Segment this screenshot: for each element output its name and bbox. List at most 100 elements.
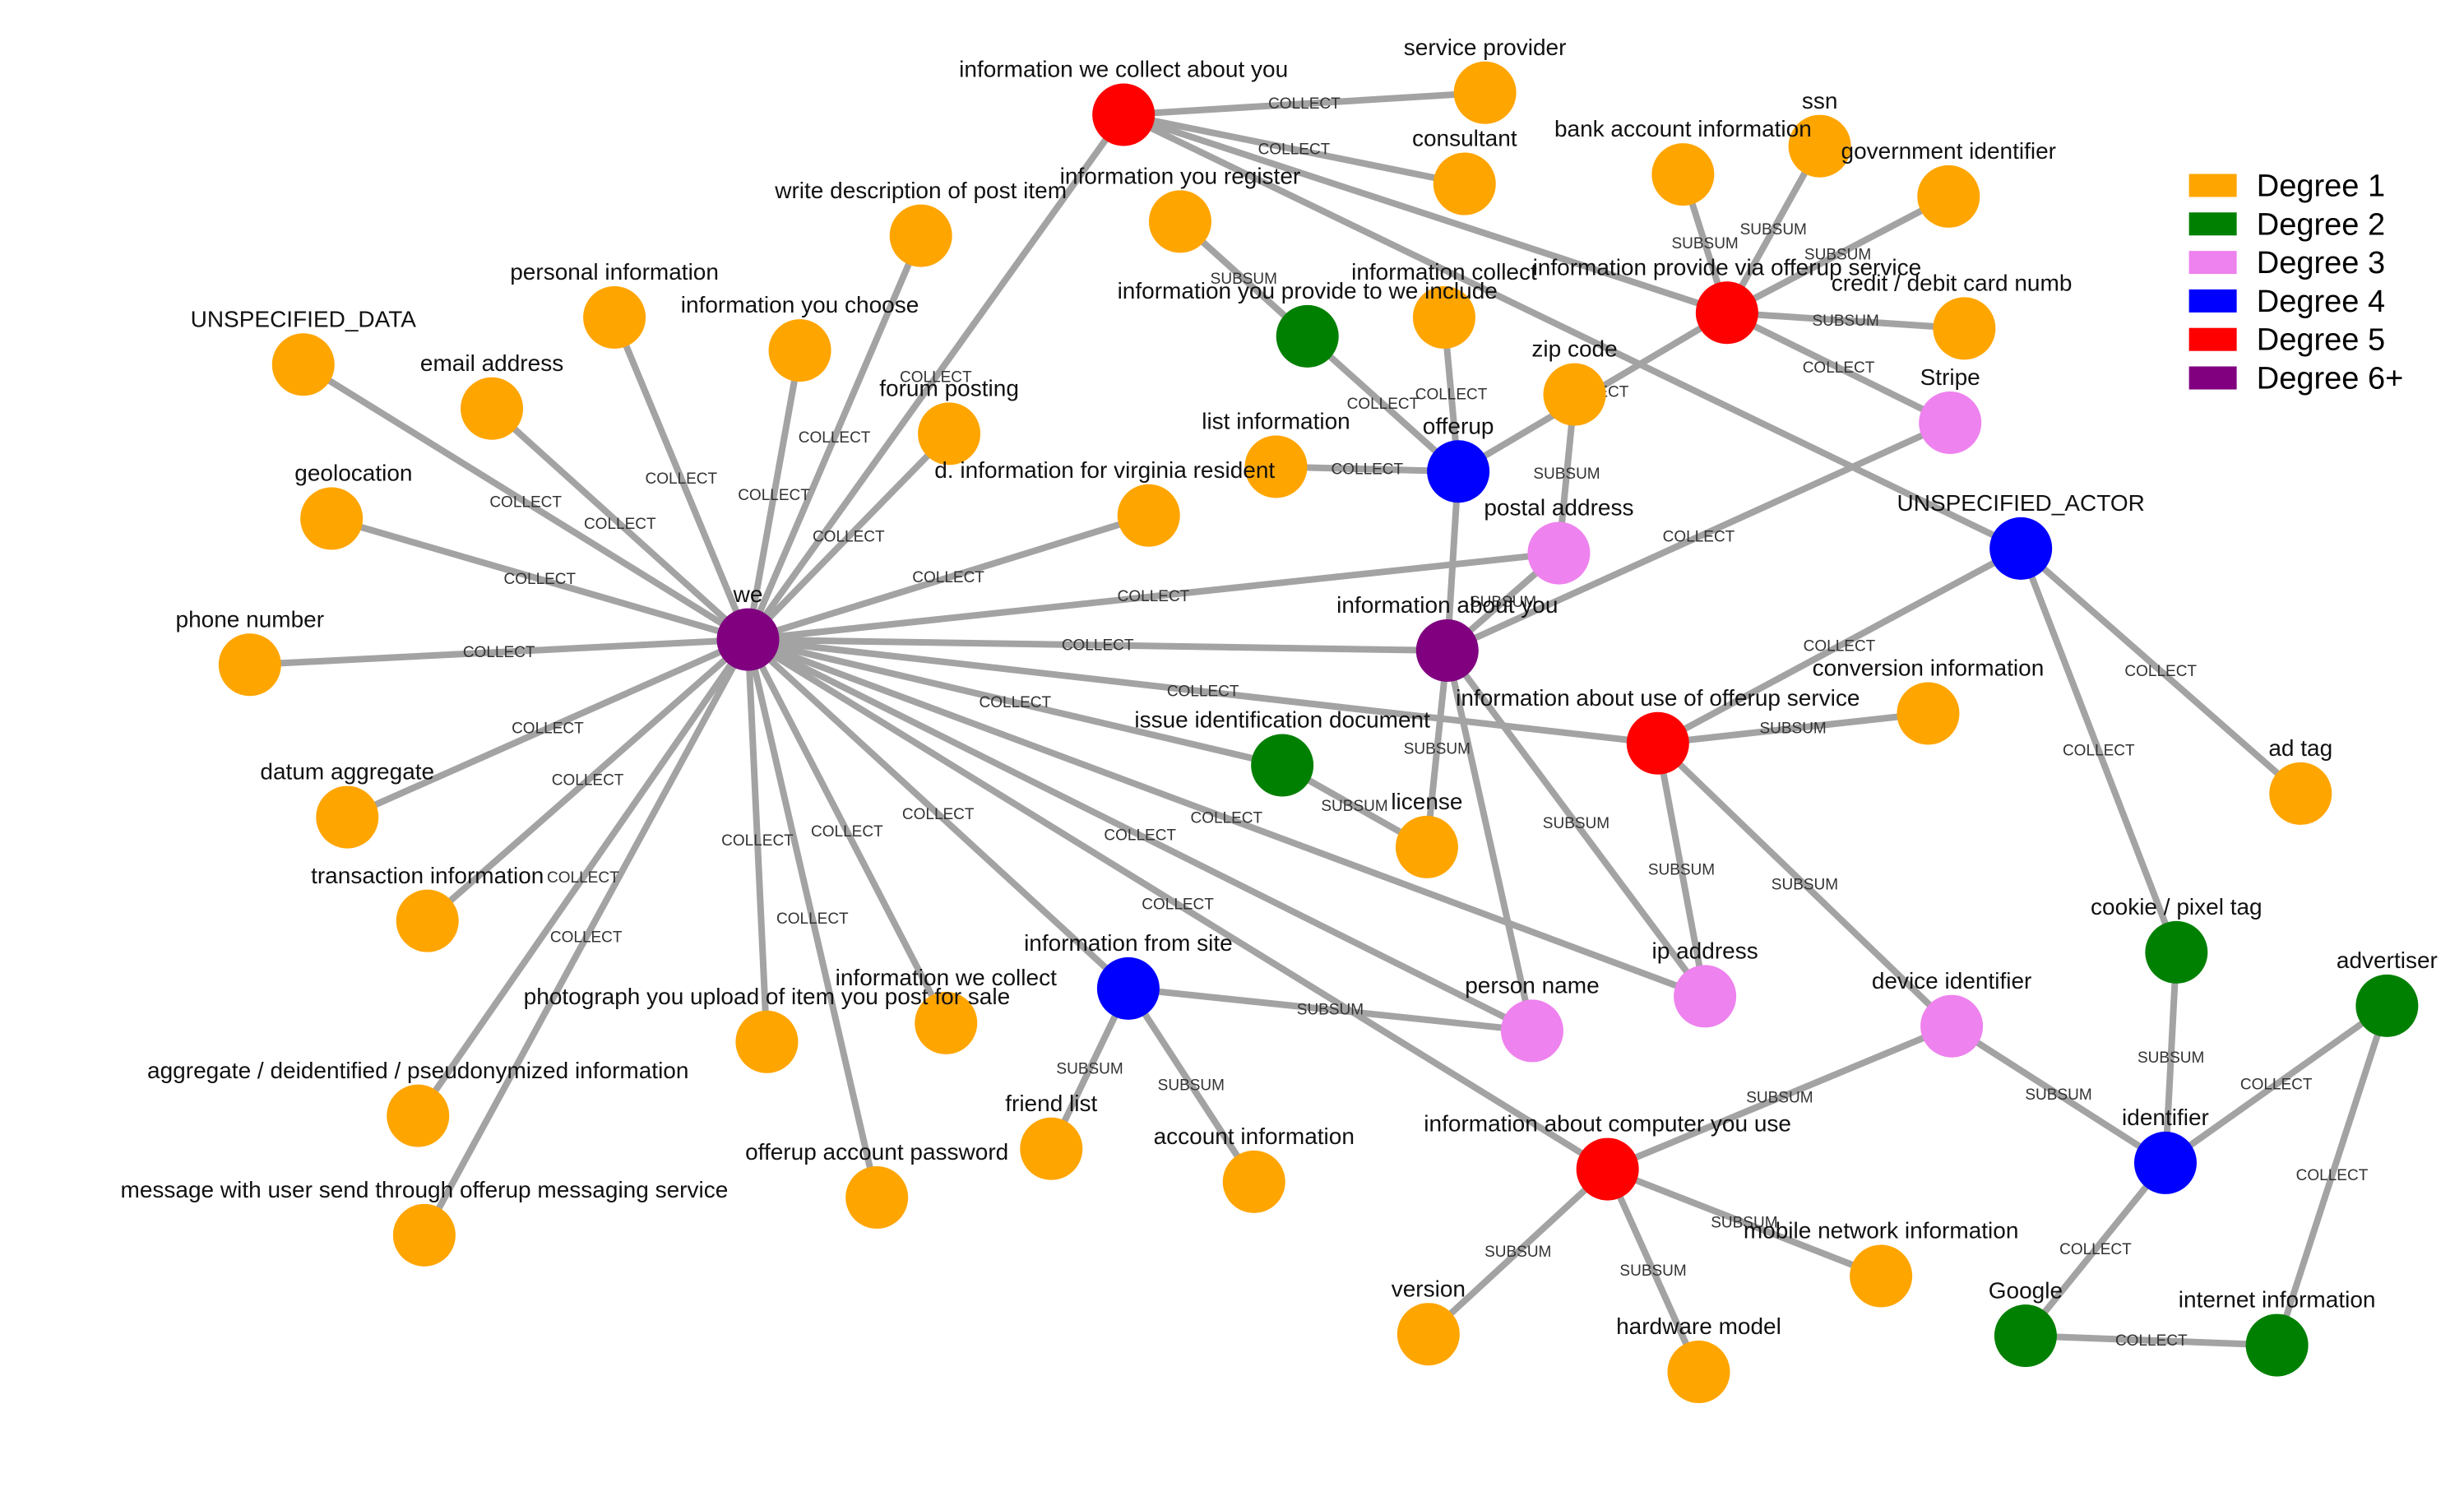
node-we[interactable] — [716, 608, 780, 671]
node-mobile-network[interactable] — [1850, 1244, 1913, 1308]
node-label-google: Google — [1989, 1277, 2063, 1303]
edge-cookie-pixel-tag-to-identifier — [2161, 948, 2180, 1166]
node-friend-list[interactable] — [1020, 1117, 1083, 1180]
node-label-email-address: email address — [420, 350, 563, 376]
edge-government-identifier-to-info-provide-via — [1723, 192, 1952, 317]
node-personal-information[interactable] — [583, 285, 646, 349]
node-label-geolocation: geolocation — [294, 461, 412, 486]
edge-label: SUBSUM — [1543, 815, 1609, 832]
node-google[interactable] — [1994, 1304, 2057, 1368]
node-aggregate-deidentified[interactable] — [387, 1084, 450, 1147]
node-photograph[interactable] — [735, 1010, 799, 1073]
legend-label: Degree 2 — [2257, 207, 2385, 242]
edge-we-to-offerup-password — [744, 636, 881, 1201]
edge-we-to-personal-information — [611, 313, 752, 643]
node-consultant[interactable] — [1433, 152, 1496, 215]
node-label-advertiser: advertiser — [2337, 947, 2438, 973]
node-info-use-offerup[interactable] — [1626, 711, 1689, 775]
node-ad-tag[interactable] — [2269, 762, 2332, 825]
node-info-provide-via[interactable] — [1695, 281, 1758, 345]
node-version[interactable] — [1396, 1303, 1460, 1366]
node-info-about-computer[interactable] — [1576, 1137, 1639, 1201]
node-label-device-identifier: device identifier — [1872, 968, 2032, 994]
node-message-with-user[interactable] — [392, 1203, 456, 1267]
node-label-person-name: person name — [1465, 973, 1599, 998]
node-virginia[interactable] — [1117, 484, 1180, 547]
node-info-collect-short[interactable] — [1412, 285, 1475, 349]
node-unspecified-actor[interactable] — [1989, 517, 2053, 580]
node-label-info-provide-include: information you provide to we include — [1118, 278, 1498, 303]
node-offerup-password[interactable] — [845, 1165, 909, 1229]
node-email-address[interactable] — [461, 377, 524, 440]
edge-device-identifier-to-identifier — [1948, 1022, 2169, 1166]
node-ip-address[interactable] — [1674, 965, 1737, 1028]
node-identifier[interactable] — [2133, 1131, 2197, 1194]
node-phone-number[interactable] — [218, 633, 281, 697]
node-label-credit-debit: credit / debit card numb — [1832, 270, 2073, 295]
node-label-postal-address: postal address — [1484, 495, 1633, 521]
node-offerup[interactable] — [1427, 440, 1490, 503]
node-credit-debit[interactable] — [1933, 297, 1996, 360]
node-info-from-site[interactable] — [1096, 957, 1160, 1020]
node-postal-address[interactable] — [1527, 521, 1591, 585]
node-zip-code[interactable] — [1543, 363, 1606, 426]
node-unspecified-data[interactable] — [271, 333, 335, 396]
edge-label: COLLECT — [2240, 1076, 2313, 1093]
node-person-name[interactable] — [1500, 999, 1563, 1063]
node-info-you-choose[interactable] — [768, 319, 831, 382]
node-government-identifier[interactable] — [1917, 164, 1980, 228]
node-ssn[interactable] — [1788, 114, 1851, 178]
edge-label: SUBSUM — [1297, 1002, 1364, 1019]
node-hardware-model[interactable] — [1667, 1341, 1730, 1404]
node-issue-id-doc[interactable] — [1251, 734, 1314, 797]
node-label-forum-posting: forum posting — [879, 376, 1019, 401]
edge-label: COLLECT — [1803, 359, 1875, 377]
edge-label: COLLECT — [2296, 1167, 2369, 1184]
node-label-identifier: identifier — [2122, 1105, 2209, 1130]
node-label-list-information: list information — [1202, 409, 1350, 434]
edge-label: SUBSUM — [1619, 1262, 1686, 1280]
node-info-we-collect[interactable] — [915, 991, 978, 1054]
edge-label: COLLECT — [799, 429, 871, 447]
edge-credit-debit-to-info-provide-via — [1723, 309, 1968, 332]
edge-label: COLLECT — [912, 569, 984, 586]
node-label-info-about-you: information about you — [1336, 592, 1558, 618]
node-info-collect-about-you[interactable] — [1092, 83, 1156, 146]
edges-layer — [246, 89, 2391, 1376]
node-label-friend-list: friend list — [1005, 1091, 1097, 1116]
edge-label: SUBSUM — [1211, 271, 1277, 288]
node-advertiser[interactable] — [2355, 974, 2419, 1037]
node-conversion-information[interactable] — [1897, 682, 1960, 745]
edge-info-provide-via-to-stripe — [1723, 309, 1954, 426]
node-info-provide-include[interactable] — [1276, 304, 1339, 368]
edge-info-use-offerup-to-conversion-information — [1654, 710, 1932, 747]
node-license[interactable] — [1395, 815, 1458, 878]
edge-label: COLLECT — [645, 470, 717, 488]
edge-we-to-info-you-choose — [744, 347, 804, 643]
node-cookie-pixel-tag[interactable] — [2145, 920, 2208, 984]
node-list-information[interactable] — [1244, 435, 1308, 498]
node-account-information[interactable] — [1222, 1150, 1285, 1213]
node-label-info-provide-via: information provide via offerup service — [1533, 254, 1922, 280]
node-datum-aggregate[interactable] — [316, 785, 379, 849]
node-stripe[interactable] — [1919, 391, 1982, 454]
node-geolocation[interactable] — [300, 487, 364, 550]
edge-info-from-site-to-person-name — [1124, 984, 1535, 1035]
edge-label: COLLECT — [902, 806, 975, 823]
edge-label: COLLECT — [512, 720, 584, 738]
edge-label: COLLECT — [1332, 461, 1404, 478]
node-device-identifier[interactable] — [1920, 994, 1984, 1058]
edge-we-to-info-from-site — [744, 636, 1132, 992]
node-label-government-identifier: government identifier — [1841, 138, 2056, 164]
node-bank-account[interactable] — [1651, 143, 1715, 206]
edge-we-to-person-name — [744, 636, 1535, 1035]
legend-label: Degree 3 — [2257, 246, 2385, 280]
node-service-provider[interactable] — [1453, 61, 1517, 124]
node-info-about-you[interactable] — [1415, 619, 1479, 683]
node-internet-information[interactable] — [2245, 1313, 2309, 1377]
node-write-description[interactable] — [889, 204, 952, 267]
node-transaction-information[interactable] — [396, 889, 459, 952]
edge-label: COLLECT — [900, 369, 972, 387]
node-forum-posting[interactable] — [918, 402, 981, 466]
node-info-register[interactable] — [1148, 190, 1211, 253]
